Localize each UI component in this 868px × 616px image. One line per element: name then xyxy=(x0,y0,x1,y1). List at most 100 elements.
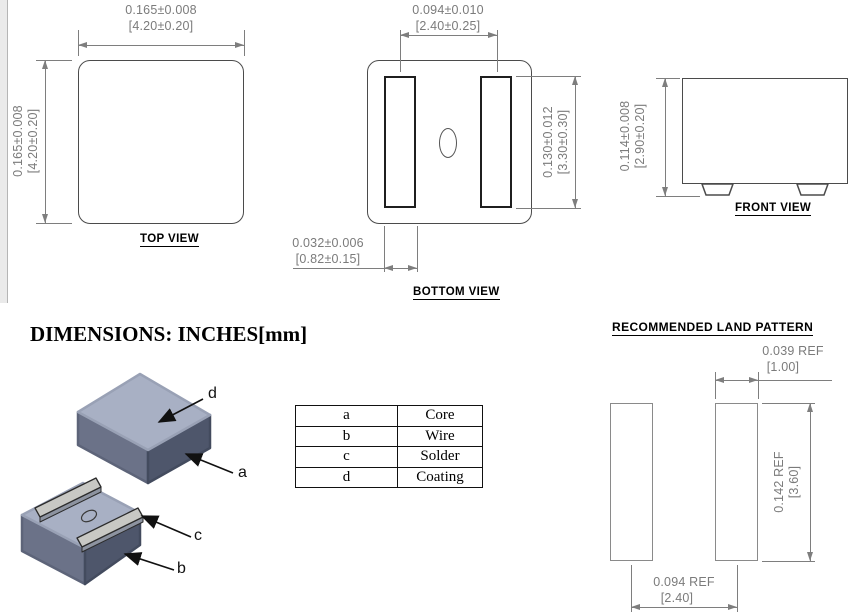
leader-d xyxy=(157,398,204,423)
extension-line xyxy=(631,565,632,612)
arrowhead-icon xyxy=(715,376,724,383)
extension-line xyxy=(715,372,716,399)
dimension-line xyxy=(400,35,497,36)
dim-top-width-in: 0.165±0.008 xyxy=(125,3,197,17)
terminal-pad-left xyxy=(384,76,416,208)
extension-line xyxy=(516,76,581,77)
foot-right xyxy=(795,183,830,196)
arrowhead-icon xyxy=(400,31,409,38)
dimension-line xyxy=(631,607,737,608)
front-view-body xyxy=(682,78,848,184)
dim-pad-length: 0.130±0.012 [3.30±0.30] xyxy=(541,72,571,212)
arrowhead-icon xyxy=(749,376,758,383)
callout-label-b: b xyxy=(177,560,186,577)
dimension-line xyxy=(665,78,666,196)
arrowhead-icon xyxy=(661,78,668,87)
dimension-line xyxy=(293,268,417,269)
arrowhead-icon xyxy=(408,264,417,271)
arrowhead-icon xyxy=(806,403,813,412)
legend-value: Core xyxy=(397,405,483,427)
table-row: b Wire xyxy=(295,425,483,447)
dim-pad-pitch-mm: [2.40±0.25] xyxy=(415,19,481,33)
dimension-line xyxy=(810,403,811,561)
legend-key: a xyxy=(295,405,398,427)
dim-pad-length-mm: [3.30±0.30] xyxy=(556,109,570,175)
extension-line xyxy=(400,30,401,72)
legend-key: d xyxy=(295,466,398,488)
arrowhead-icon xyxy=(571,199,578,208)
dimension-line xyxy=(715,380,832,381)
dim-top-width-mm: [4.20±0.20] xyxy=(128,19,194,33)
arrowhead-icon xyxy=(384,264,393,271)
dim-land-pitch-mm: [2.40] xyxy=(660,591,694,605)
callout-label-c: c xyxy=(194,527,202,544)
front-view-feet xyxy=(700,183,830,196)
extension-line xyxy=(384,226,385,272)
dim-land-width-in: 0.039 REF xyxy=(762,344,824,358)
extension-line xyxy=(36,60,72,61)
legend-value: Solder xyxy=(397,446,483,468)
callout-label-d: d xyxy=(208,385,217,402)
solder-pad-far xyxy=(34,477,102,518)
page-edge-line xyxy=(0,0,8,303)
dim-pad-width-in: 0.032±0.006 xyxy=(292,236,364,250)
leader-a xyxy=(184,453,234,474)
legend-key: b xyxy=(295,425,398,447)
extension-line xyxy=(656,78,680,79)
foot-left xyxy=(700,183,735,196)
top-view-body xyxy=(78,60,244,224)
dim-front-height: 0.114±0.008 [2.90±0.20] xyxy=(618,66,648,206)
arrowhead-icon xyxy=(488,31,497,38)
leader-c xyxy=(140,515,192,538)
table-row: c Solder xyxy=(295,446,483,468)
front-view-label: FRONT VIEW xyxy=(735,202,812,216)
dimension-line xyxy=(45,60,46,223)
extension-line xyxy=(244,30,245,56)
dim-land-height-mm: [3.60] xyxy=(787,465,801,499)
table-row: d Coating xyxy=(295,466,483,488)
dim-pad-length-in: 0.130±0.012 xyxy=(541,106,555,178)
land-pad-right xyxy=(715,403,758,561)
dim-top-height-mm: [4.20±0.20] xyxy=(26,108,40,174)
iso-bottom-component xyxy=(20,477,144,586)
dim-top-height-in: 0.165±0.008 xyxy=(11,105,25,177)
extension-line xyxy=(656,196,700,197)
dim-land-height: 0.142 REF [3.60] xyxy=(772,412,802,552)
dimension-line xyxy=(78,45,244,46)
bottom-view-label: BOTTOM VIEW xyxy=(413,286,500,300)
dim-land-width-mm: [1.00] xyxy=(766,360,800,374)
legend-value: Wire xyxy=(397,425,483,447)
terminal-pad-right xyxy=(480,76,512,208)
arrowhead-icon xyxy=(41,60,48,69)
land-pad-left xyxy=(610,403,653,561)
iso-top-component xyxy=(76,372,212,485)
center-hole xyxy=(439,128,457,158)
arrowhead-icon xyxy=(235,41,244,48)
arrowhead-icon xyxy=(78,41,87,48)
dim-land-pitch-in: 0.094 REF xyxy=(653,575,715,589)
iso-center-hole xyxy=(80,509,98,523)
dim-top-height: 0.165±0.008 [4.20±0.20] xyxy=(11,71,41,211)
arrowhead-icon xyxy=(571,76,578,85)
dim-front-height-mm: [2.90±0.20] xyxy=(633,103,647,169)
dim-front-height-in: 0.114±0.008 xyxy=(618,100,632,172)
extension-line xyxy=(762,561,815,562)
dim-land-height-in: 0.142 REF xyxy=(772,451,786,513)
isometric-views xyxy=(20,372,234,586)
callout-label-a: a xyxy=(238,464,247,481)
legend-key: c xyxy=(295,446,398,468)
units-note: DIMENSIONS: INCHES[mm] xyxy=(30,322,308,346)
extension-line xyxy=(516,208,581,209)
extension-line xyxy=(758,372,759,399)
land-pattern-title: RECOMMENDED LAND PATTERN xyxy=(612,320,814,336)
top-view-label: TOP VIEW xyxy=(140,233,200,247)
arrowhead-icon xyxy=(41,214,48,223)
leader-b xyxy=(123,552,175,571)
legend-value: Coating xyxy=(397,466,483,488)
extension-line xyxy=(762,403,815,404)
dimension-line xyxy=(575,76,576,208)
table-row: a Core xyxy=(295,405,483,427)
dim-pad-pitch-in: 0.094±0.010 xyxy=(412,3,484,17)
arrowhead-icon xyxy=(806,552,813,561)
